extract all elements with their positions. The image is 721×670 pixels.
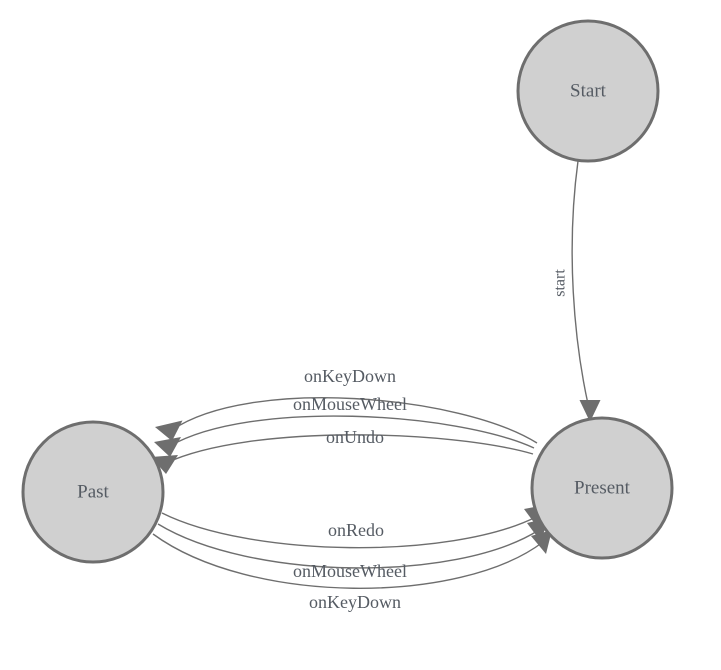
edge-past-to-present-onmousewheel-path xyxy=(157,523,540,569)
edge-past-to-present-onkeydown[interactable]: onKeyDown xyxy=(152,530,552,612)
edge-start-to-present[interactable]: start xyxy=(552,160,601,422)
node-past[interactable]: Past xyxy=(21,420,165,564)
edge-label-past-present-onmousewheel: onMouseWheel xyxy=(293,561,407,581)
edge-label-present-past-onmousewheel: onMouseWheel xyxy=(293,394,407,414)
node-start[interactable]: Start xyxy=(516,19,660,163)
edge-label-present-past-onundo: onUndo xyxy=(326,427,384,447)
edge-present-to-past-onkeydown[interactable]: onKeyDown xyxy=(155,366,538,444)
edge-present-to-past-onkeydown-path xyxy=(171,397,538,444)
edge-present-to-past-onkeydown-arrowhead xyxy=(155,420,183,441)
edge-label-present-past-onkeydown: onKeyDown xyxy=(304,366,396,386)
edge-present-to-past-onundo-path xyxy=(165,434,534,464)
edge-label-past-present-onkeydown: onKeyDown xyxy=(309,592,401,612)
node-past-label: Past xyxy=(77,481,109,502)
edge-past-to-present-onredo-path xyxy=(161,512,537,549)
edge-present-to-past-onmousewheel-arrowhead xyxy=(154,437,181,457)
node-start-label: Start xyxy=(570,80,607,101)
edge-label-past-present-onredo: onRedo xyxy=(328,520,384,540)
edge-start-to-present-arrowhead xyxy=(579,400,601,422)
edge-past-to-present-onredo[interactable]: onRedo xyxy=(161,505,545,549)
node-present[interactable]: Present xyxy=(530,416,674,560)
node-present-label: Present xyxy=(574,477,631,498)
node-present-circle xyxy=(530,416,674,560)
edge-past-to-present-onkeydown-path xyxy=(152,533,544,589)
edge-present-to-past-onmousewheel[interactable]: onMouseWheel xyxy=(154,394,535,457)
edge-present-to-past-onundo-arrowhead xyxy=(151,455,178,474)
edge-present-to-past-onmousewheel-path xyxy=(169,415,535,449)
edge-label-start: start xyxy=(552,269,569,297)
edge-start-to-present-path xyxy=(571,160,589,405)
node-start-circle xyxy=(516,19,660,163)
edge-past-to-present-onkeydown-arrowhead xyxy=(531,530,552,554)
edge-present-to-past-onundo[interactable]: onUndo xyxy=(151,427,534,474)
node-past-circle xyxy=(21,420,165,564)
